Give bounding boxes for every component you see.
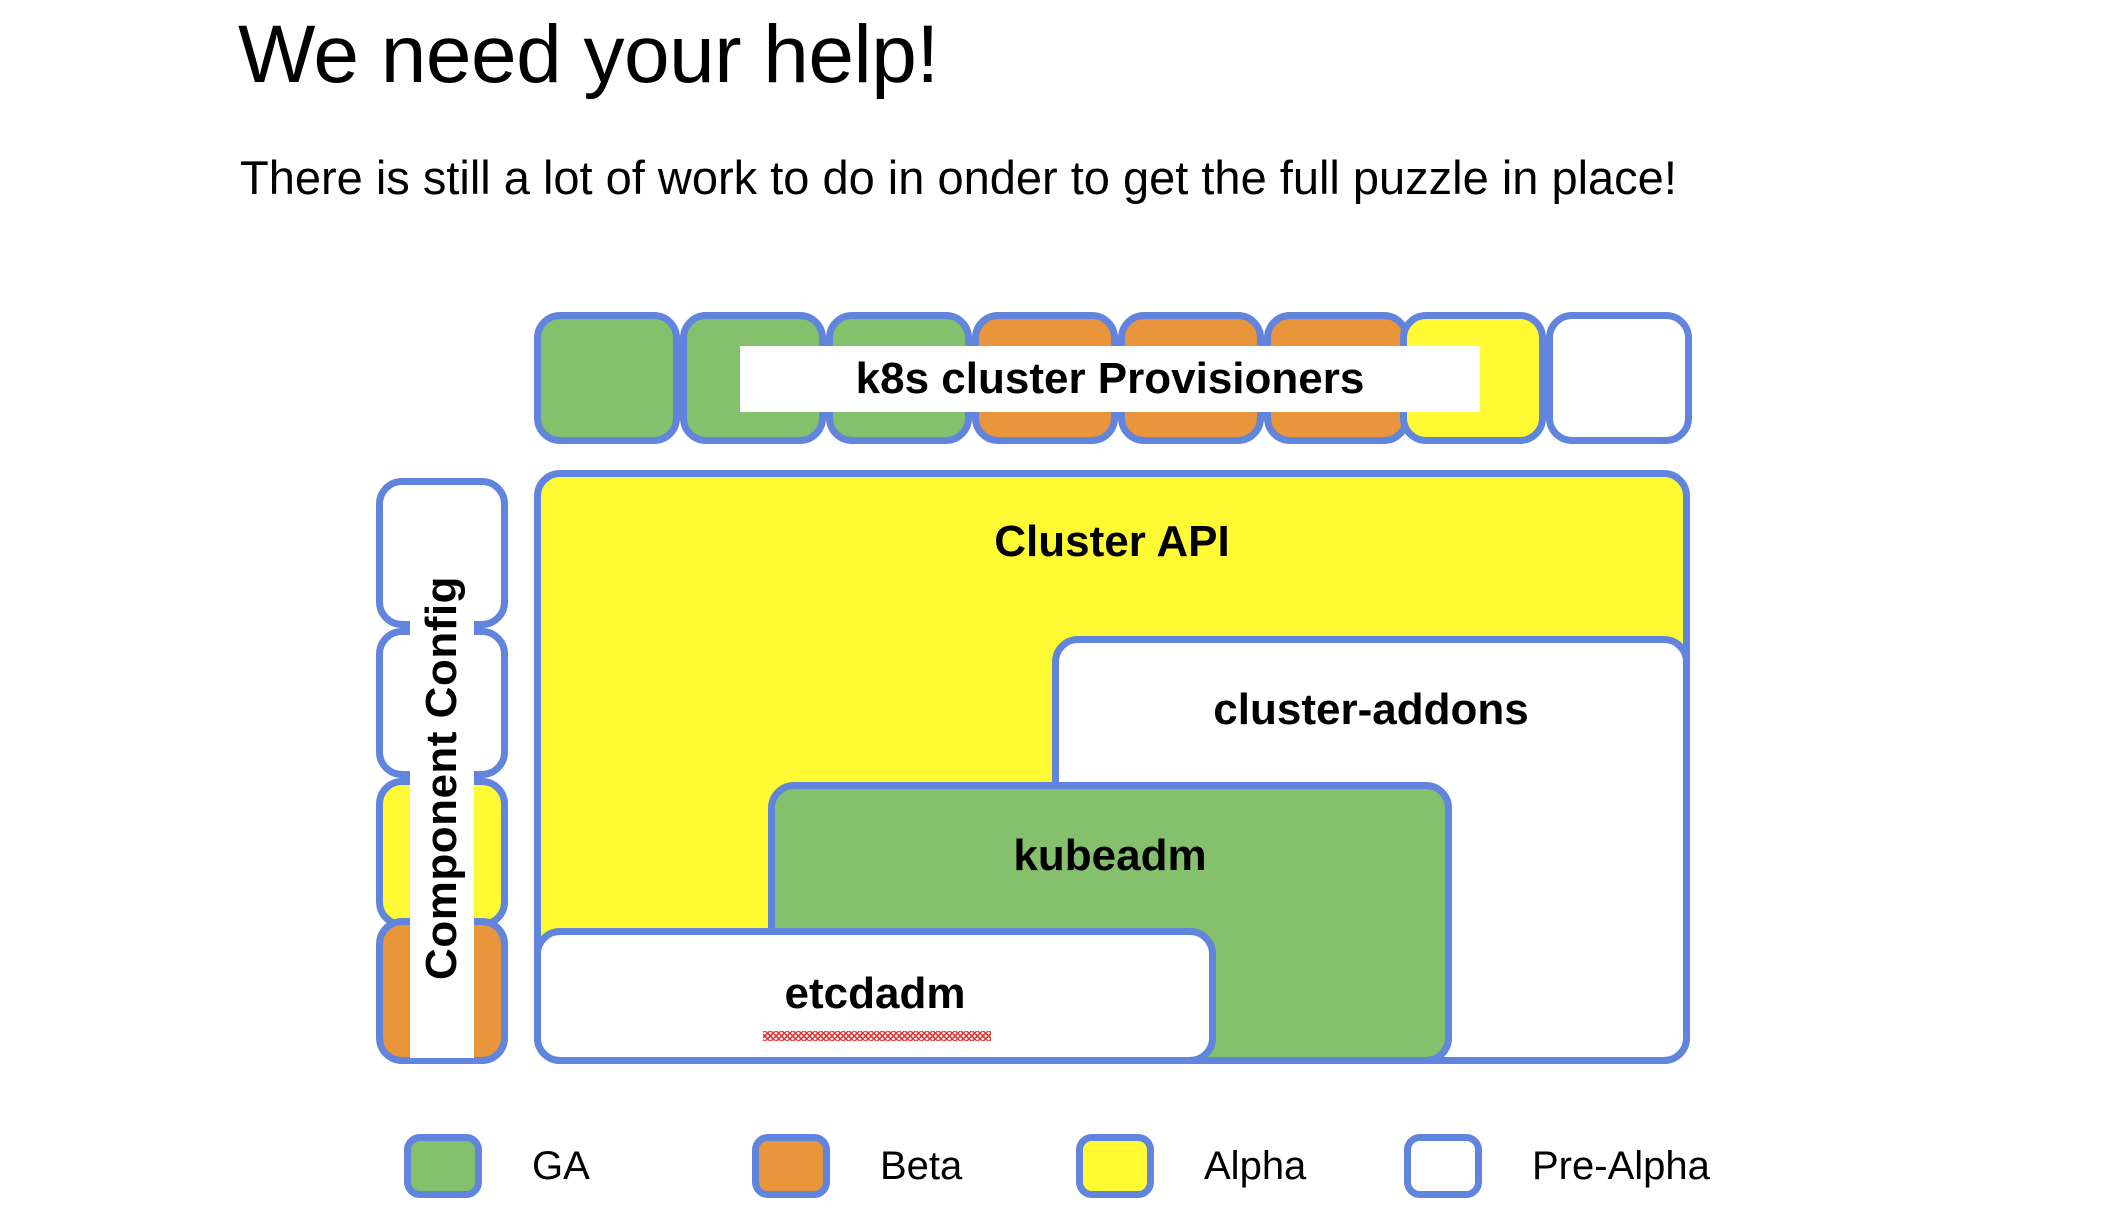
page-title: We need your help! [238, 9, 939, 100]
legend-label-beta: Beta [880, 1143, 963, 1188]
node-etcdadm[interactable]: etcdadm [534, 928, 1216, 1064]
legend-item-beta: Beta [752, 1126, 962, 1206]
node-cluster-api-label: Cluster API [994, 517, 1230, 566]
legend-label-alpha: Alpha [1204, 1143, 1307, 1188]
legend-item-ga: GA [404, 1126, 590, 1206]
legend-label-ga: GA [532, 1143, 590, 1188]
spellcheck-squiggle-icon [763, 1031, 991, 1041]
component-config-label-text: Component Config [417, 576, 467, 980]
legend-item-pre-alpha: Pre-Alpha [1404, 1126, 1710, 1206]
legend-swatch-ga-icon [404, 1134, 482, 1198]
node-cluster-addons-label: cluster-addons [1213, 685, 1529, 734]
node-etcdadm-label: etcdadm [784, 969, 966, 1018]
legend-label-pre-alpha: Pre-Alpha [1532, 1143, 1710, 1188]
legend-swatch-beta-icon [752, 1134, 830, 1198]
provisioner-box-8[interactable] [1546, 312, 1692, 444]
component-config-label: Component Config [410, 498, 474, 1058]
provisioners-band-label: k8s cluster Provisioners [740, 346, 1480, 412]
legend-swatch-pre-alpha-icon [1404, 1134, 1482, 1198]
legend-swatch-alpha-icon [1076, 1134, 1154, 1198]
provisioner-box-1[interactable] [534, 312, 680, 444]
legend-item-alpha: Alpha [1076, 1126, 1306, 1206]
page-subtitle: There is still a lot of work to do in on… [240, 151, 1677, 204]
node-kubeadm-label: kubeadm [1013, 831, 1207, 880]
